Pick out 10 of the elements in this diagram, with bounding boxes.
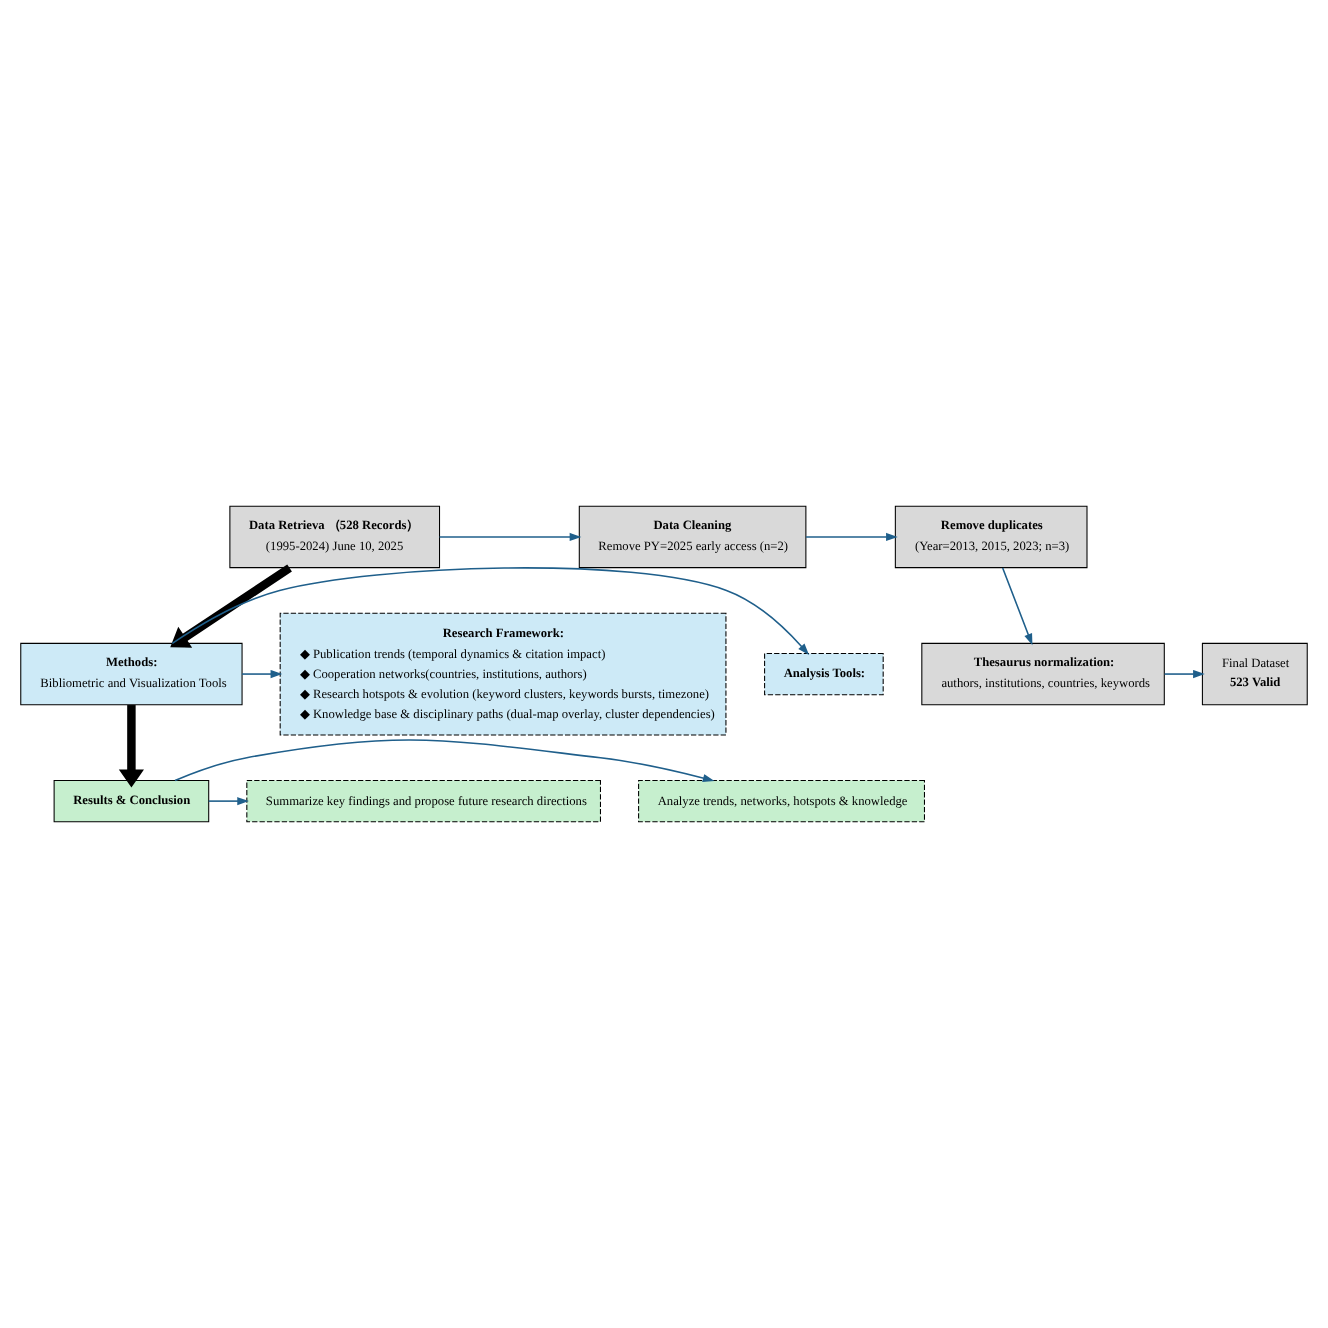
arrow bbox=[118, 705, 144, 788]
arrow bbox=[171, 567, 810, 655]
arrow bbox=[174, 739, 715, 783]
arrow bbox=[1001, 567, 1033, 646]
arrow bbox=[170, 564, 292, 648]
arrow bbox=[1163, 669, 1205, 679]
arrow bbox=[805, 532, 898, 542]
arrow bbox=[438, 532, 582, 542]
arrow bbox=[207, 797, 249, 806]
arrow bbox=[241, 669, 283, 679]
